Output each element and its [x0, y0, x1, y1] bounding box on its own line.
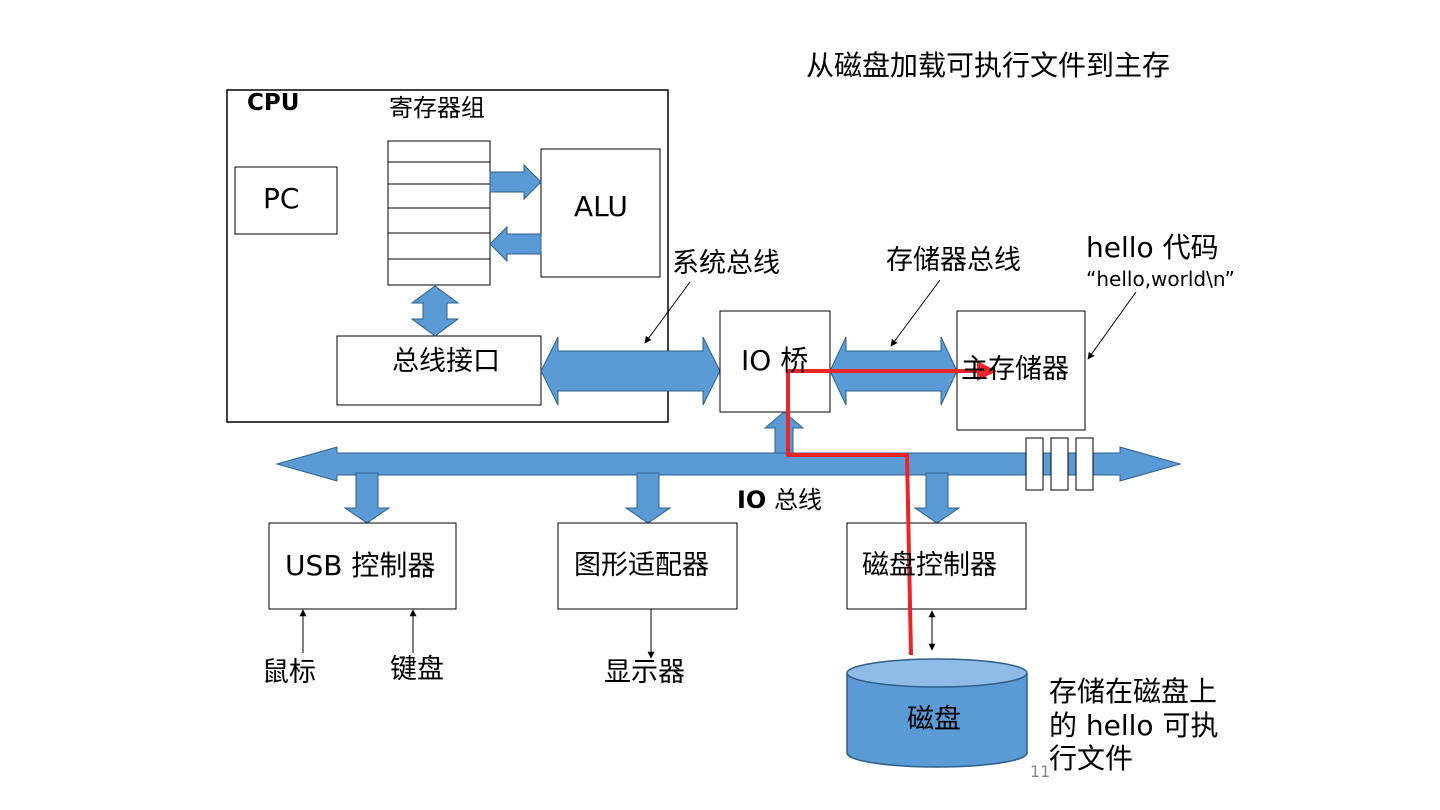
io-bridge-box	[719, 310, 831, 413]
mouse-label: 鼠标	[262, 657, 316, 688]
pc-label: PC	[263, 182, 300, 215]
page-number: 11	[1030, 762, 1051, 781]
memory-contents-pointer	[1087, 291, 1137, 360]
reg-bus-interface-arrow	[410, 285, 460, 337]
register-file	[387, 140, 491, 286]
cpu-label: CPU	[247, 90, 300, 116]
io-bridge-label: IO 桥	[741, 344, 809, 377]
display-label: 显示器	[604, 657, 685, 688]
usb-controller-label: USB 控制器	[285, 549, 436, 582]
system-bus-label: 系统总线	[672, 248, 780, 279]
disk-controller-label: 磁盘控制器	[862, 550, 997, 581]
system-bus-pointer	[644, 281, 691, 344]
io-bus-arrow	[275, 446, 1182, 482]
disk-cylinder	[846, 658, 1028, 768]
slide-title: 从磁盘加载可执行文件到主存	[806, 49, 1171, 82]
pc-box	[234, 166, 338, 235]
graphics-adapter-box	[557, 522, 738, 610]
io-bus-label: IO 总线	[737, 486, 822, 515]
graphics-down-arrow	[624, 472, 672, 524]
alu-label: ALU	[574, 190, 628, 223]
usb-controller-box	[268, 522, 457, 610]
usb-down-arrow	[343, 472, 391, 524]
disk-controller-box	[846, 522, 1027, 610]
load-path-highlight	[786, 361, 997, 656]
hello-code-label: hello 代码	[1086, 231, 1219, 264]
alu-box	[540, 148, 661, 278]
io-bus-label-prefix: IO	[737, 486, 767, 514]
memory-bus-label: 存储器总线	[886, 245, 1021, 276]
expansion-slots	[1025, 437, 1094, 491]
io-bus-label-suffix: 总线	[766, 486, 822, 514]
disk-note: 存储在磁盘上的 hello 可执行文件	[1049, 675, 1219, 776]
disk-controller-down-arrow	[913, 472, 961, 524]
memory-bus-pointer	[890, 279, 941, 347]
io-bridge-connector-arrow	[763, 411, 805, 454]
main-memory-label: 主存储器	[961, 354, 1069, 385]
alu-to-reg-arrow	[489, 225, 542, 263]
hello-string-label: “hello,world\n”	[1086, 267, 1235, 291]
bus-interface-box	[336, 335, 542, 406]
graphics-adapter-label: 图形适配器	[574, 550, 709, 581]
register-file-label: 寄存器组	[389, 94, 485, 122]
disk-label: 磁盘	[907, 704, 961, 735]
reg-to-alu-arrow	[489, 163, 542, 201]
keyboard-label: 键盘	[390, 654, 444, 685]
bus-interface-label: 总线接口	[392, 346, 500, 377]
